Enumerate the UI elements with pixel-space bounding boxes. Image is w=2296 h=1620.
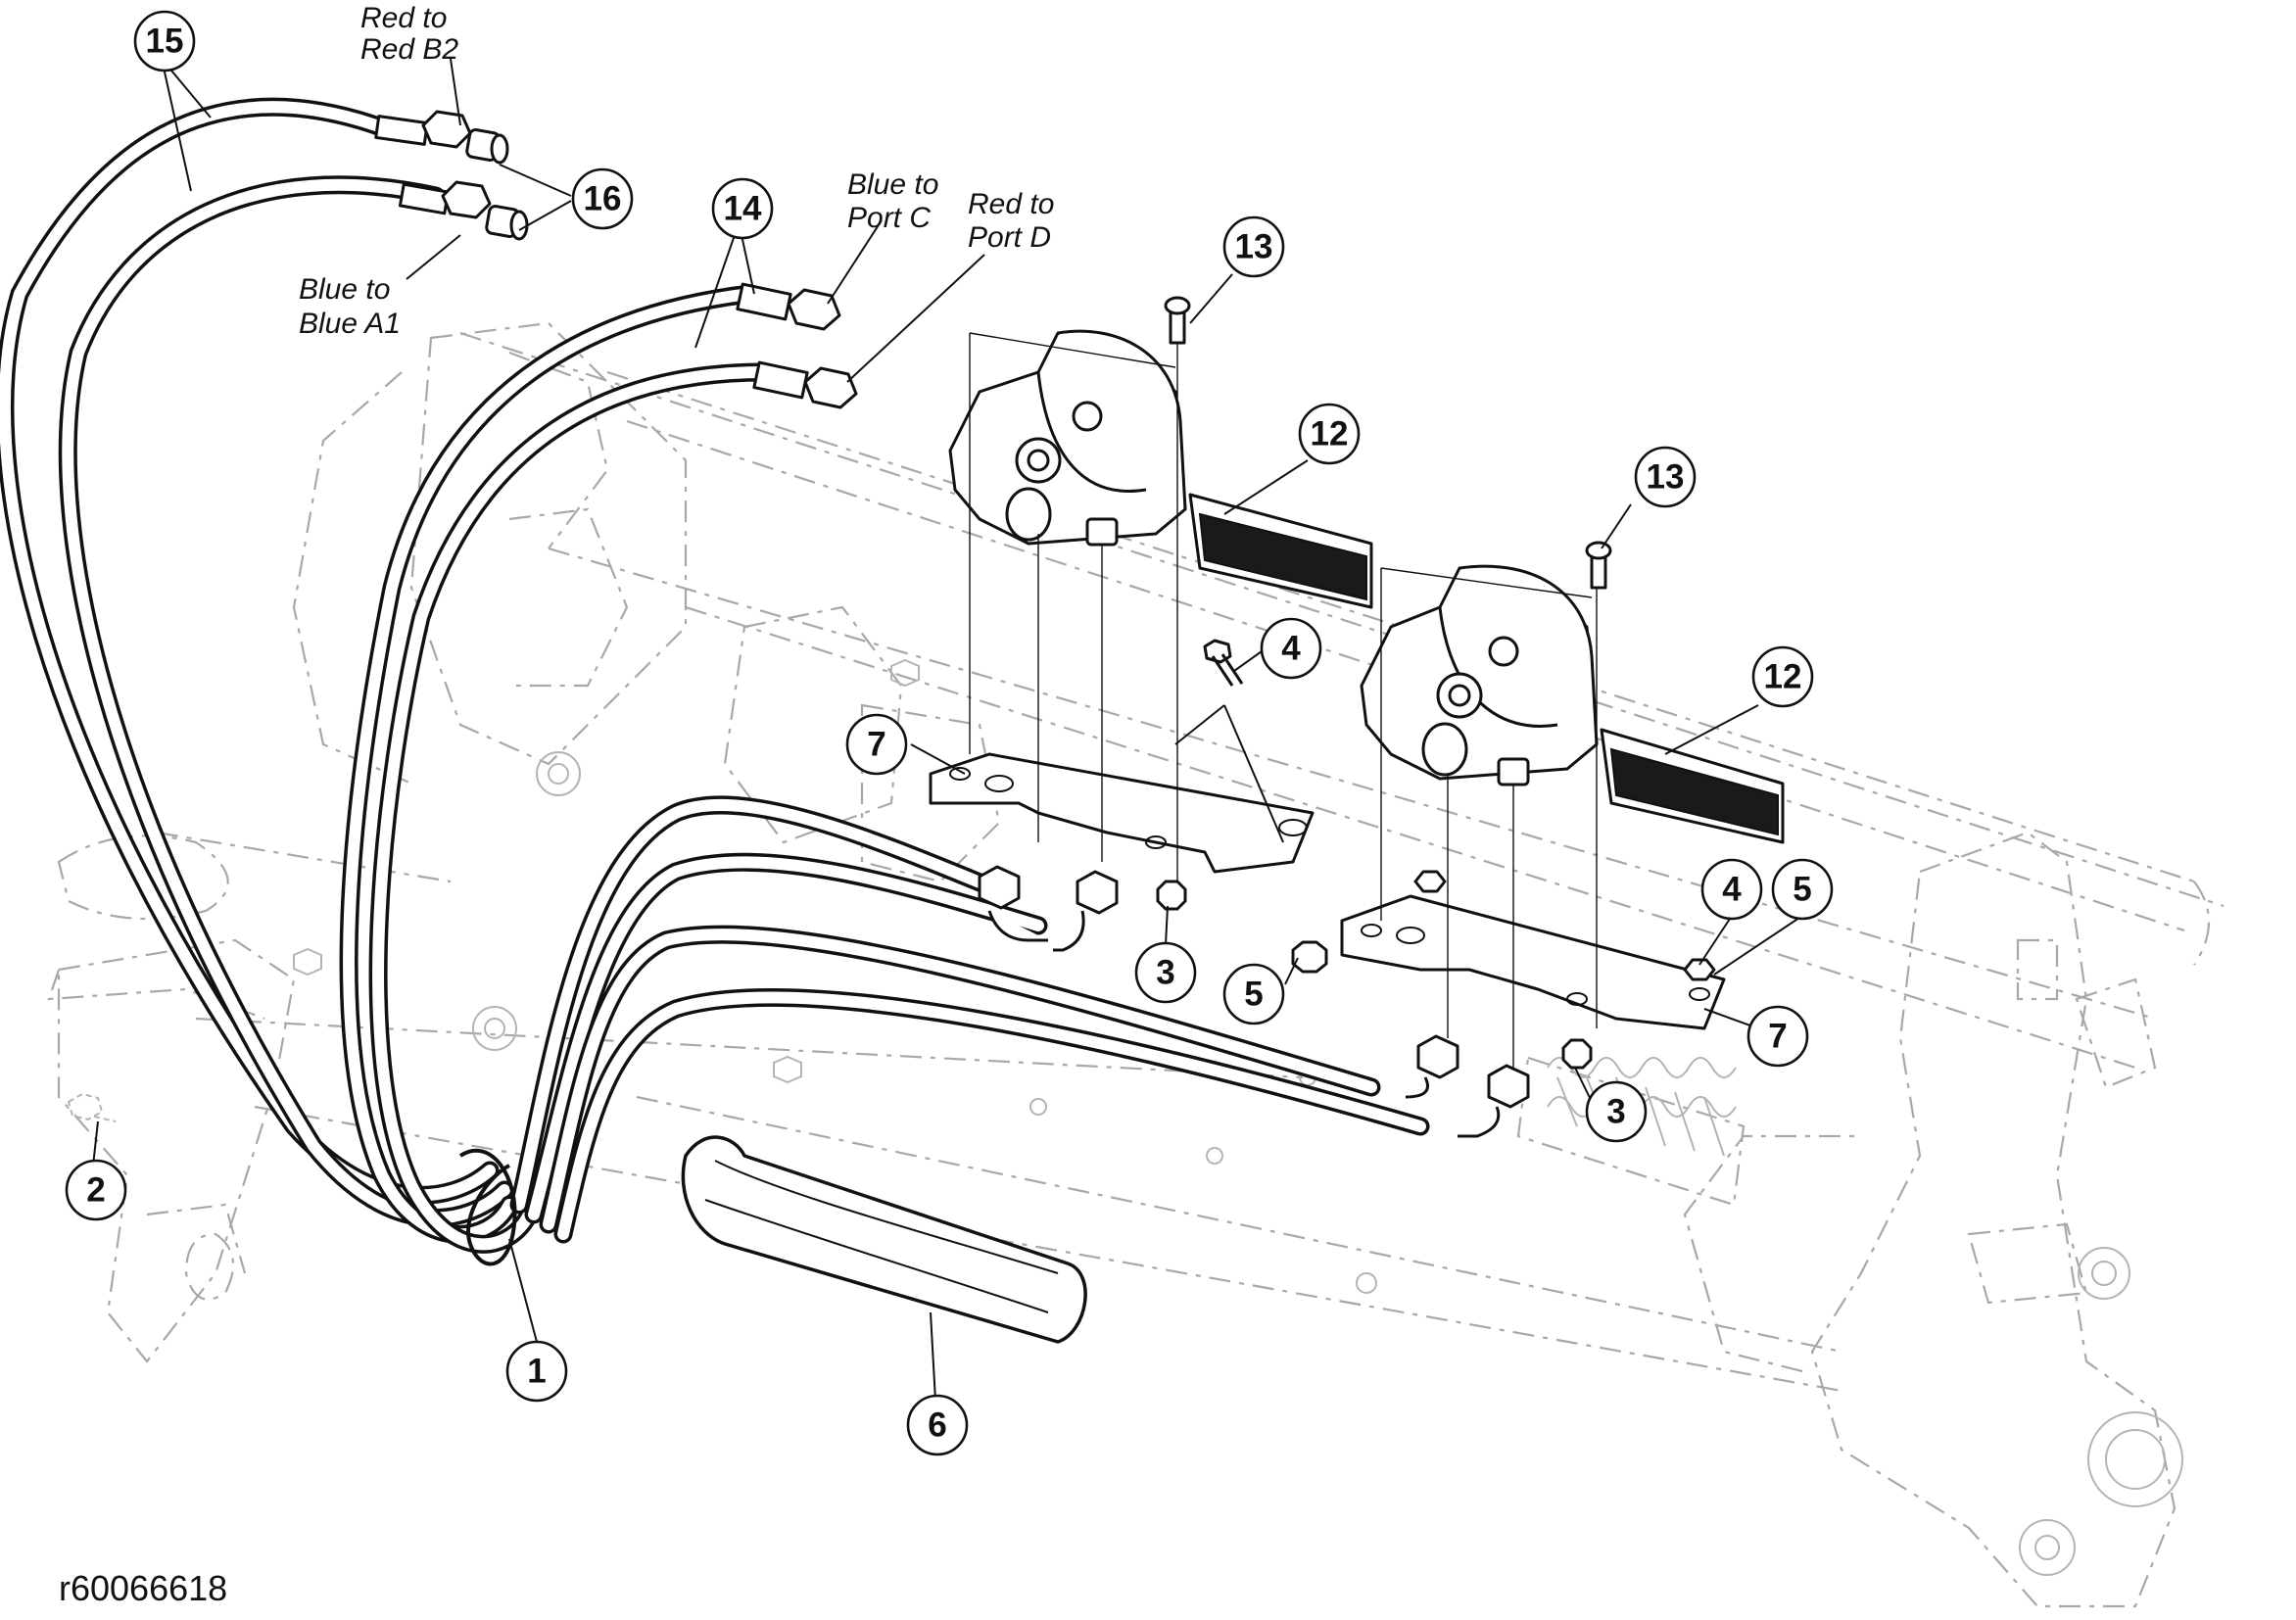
- mount-block-upper-right: [1360, 541, 1785, 844]
- drawing-number: r60066618: [59, 1568, 227, 1608]
- lower-fittings: [978, 865, 1530, 1138]
- svg-text:16: 16: [584, 180, 622, 218]
- note-blue-a1-line1: Blue to: [299, 273, 390, 306]
- svg-text:12: 12: [1311, 415, 1349, 453]
- fitting-red-b2: [374, 110, 509, 165]
- callout-3-lower: 3: [1585, 1080, 1648, 1143]
- hose-assembly-14: [339, 284, 774, 1254]
- svg-text:2: 2: [86, 1171, 105, 1210]
- callout-13-upper: 13: [1222, 215, 1285, 278]
- fitting-port-c: [736, 282, 841, 331]
- mount-block-upper-left: [948, 296, 1373, 609]
- callout-2: 2: [65, 1159, 127, 1221]
- note-red-b2-line2: Red B2: [360, 33, 458, 66]
- callout-5-right: 5: [1771, 858, 1834, 921]
- bolts-and-nuts: [1156, 639, 1716, 1070]
- part-2-phantom: [67, 1092, 117, 1122]
- svg-text:4: 4: [1722, 871, 1742, 909]
- note-port-c-line1: Blue to: [847, 168, 938, 201]
- note-port-d-line2: Port D: [968, 221, 1051, 254]
- callout-1: 1: [505, 1340, 568, 1403]
- callout-12-upper: 12: [1298, 403, 1361, 465]
- hose-assembly-15: [0, 97, 514, 1228]
- svg-text:5: 5: [1793, 871, 1811, 909]
- svg-text:3: 3: [1606, 1093, 1625, 1131]
- svg-text:5: 5: [1244, 976, 1263, 1014]
- svg-text:4: 4: [1281, 630, 1301, 668]
- svg-text:6: 6: [928, 1406, 946, 1445]
- callout-5-middle: 5: [1222, 963, 1285, 1025]
- fitting-blue-a1: [398, 180, 529, 241]
- callout-7-upper: 7: [845, 713, 908, 776]
- svg-text:3: 3: [1156, 954, 1174, 992]
- lower-hoses: [509, 795, 1430, 1244]
- callout-14: 14: [711, 177, 774, 240]
- svg-text:7: 7: [1768, 1018, 1787, 1056]
- mounting-plate-right: [1340, 894, 1726, 1030]
- callout-13-lower: 13: [1634, 446, 1697, 508]
- fitting-port-d: [752, 360, 858, 409]
- callout-4-upper: 4: [1260, 617, 1322, 680]
- svg-text:13: 13: [1647, 458, 1685, 497]
- svg-text:14: 14: [724, 190, 762, 228]
- hose-guide-loop: [458, 1148, 517, 1266]
- hose-routing-notes: Red to Red B2 Blue to Blue A1 Blue to Po…: [299, 2, 1054, 340]
- callout-12-lower: 12: [1751, 645, 1814, 708]
- callout-7-lower: 7: [1746, 1005, 1809, 1068]
- svg-text:12: 12: [1764, 658, 1802, 696]
- svg-text:13: 13: [1235, 228, 1273, 266]
- callout-4-lower: 4: [1700, 858, 1763, 921]
- note-blue-a1-line2: Blue A1: [299, 308, 401, 340]
- callout-16: 16: [571, 167, 634, 230]
- callout-6: 6: [906, 1394, 969, 1456]
- hose-sleeve: [681, 1135, 1087, 1344]
- svg-text:15: 15: [146, 23, 184, 61]
- note-port-d-line1: Red to: [968, 188, 1054, 220]
- note-red-b2-line1: Red to: [360, 2, 447, 34]
- note-port-c-line2: Port C: [847, 202, 931, 234]
- svg-text:7: 7: [867, 726, 885, 764]
- callout-3-upper: 3: [1134, 941, 1197, 1004]
- svg-text:1: 1: [527, 1353, 546, 1391]
- mounting-plate-left: [929, 752, 1315, 874]
- callout-15: 15: [133, 10, 196, 72]
